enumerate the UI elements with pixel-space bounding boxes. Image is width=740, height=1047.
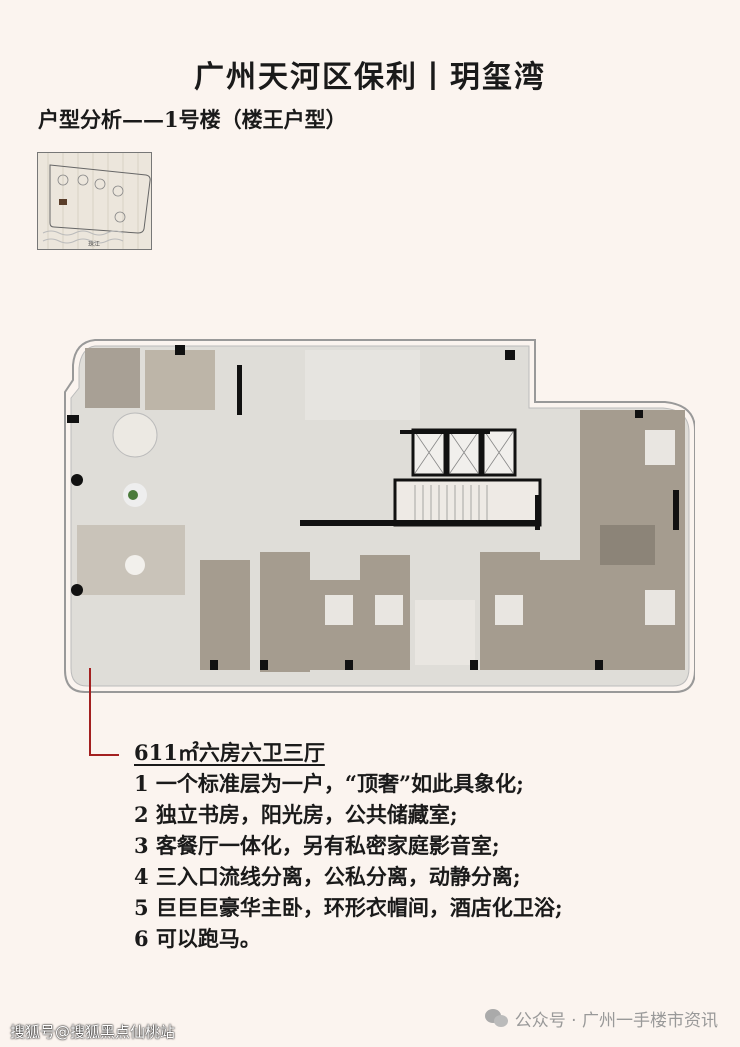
callout-line-horizontal [89,754,119,756]
bedroom [260,552,310,672]
section-subtitle: 户型分析——1号楼（楼王户型） [38,107,347,132]
study [200,560,250,670]
wechat-icon [484,1008,509,1029]
feature-list: 611㎡六房六卫三厅 1 一个标准层为一户，“顶奢”如此具象化; 2 独立书房，… [134,737,563,954]
stairwell [393,478,542,527]
source-label: 公众号 · 广州一手楼市资讯 [514,1011,718,1031]
feature-item: 1 一个标准层为一户，“顶奢”如此具象化; [134,771,524,796]
dining-table [112,412,158,458]
bedroom [540,560,580,670]
watermark: 搜狐号@搜狐黑点仙桃站 [10,1023,176,1041]
feature-item: 2 独立书房，阳光房，公共储藏室; [134,802,458,827]
feature-item: 5 巨巨巨豪华主卧，环形衣帽间，酒店化卫浴; [134,895,563,920]
floor-plan [55,320,696,704]
feature-item: 3 客餐厅一体化，另有私密家庭影音室; [134,833,500,858]
feature-item: 4 三入口流线分离，公私分离，动静分离; [134,864,521,889]
wechat-source: 公众号 · 广州一手楼市资讯 [484,1006,718,1031]
callout-line [89,668,91,755]
page-title: 广州天河区保利丨玥玺湾 [194,60,546,95]
feature-item: 6 可以跑马。 [134,926,261,951]
unit-summary: 611㎡六房六卫三厅 [134,740,325,765]
tea-room [85,348,140,408]
site-location-map: 珠江 [37,152,152,250]
kitchen [145,350,215,410]
river-label: 珠江 [88,240,100,248]
